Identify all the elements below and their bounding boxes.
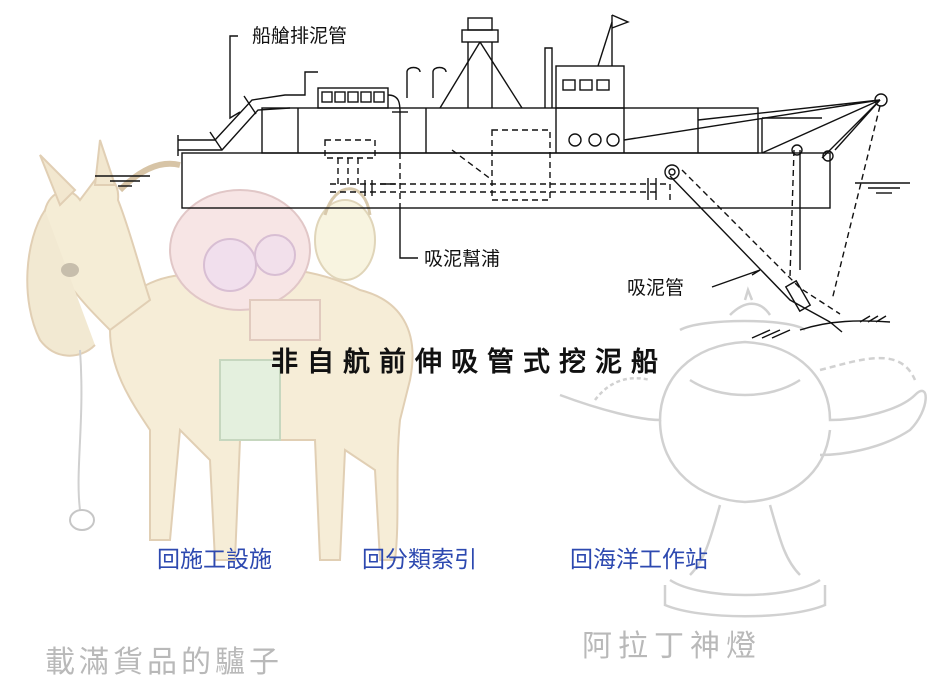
suction-pipe-label: 吸泥管 xyxy=(627,277,684,299)
donkey-illustration xyxy=(26,139,414,561)
seabed xyxy=(751,315,891,339)
pump-label-leader xyxy=(399,205,418,259)
back-to-category-index-link[interactable]: 回分類索引 xyxy=(362,547,477,573)
back-to-construction-facilities-link[interactable]: 回施工設施 xyxy=(157,547,272,573)
engine-block xyxy=(317,87,389,109)
deck-house xyxy=(261,107,759,154)
magic-lamp-illustration xyxy=(559,286,927,618)
diagram-title: 非自航前伸吸管式挖泥船 xyxy=(271,347,667,378)
back-to-ocean-workstation-link[interactable]: 回海洋工作站 xyxy=(570,547,708,573)
a-frame-gantry xyxy=(623,93,888,301)
suction-line xyxy=(324,129,671,205)
discharge-pipe xyxy=(177,71,318,156)
discharge-label-leader xyxy=(229,35,241,120)
donkey-caption: 載滿貨品的驢子 xyxy=(45,645,283,680)
suction-pipe xyxy=(664,164,843,333)
control-cabin xyxy=(555,65,625,109)
dredger-diagram xyxy=(95,14,910,339)
suction-label-leader xyxy=(711,269,761,288)
lamp-caption: 阿拉丁神燈 xyxy=(582,629,762,664)
discharge-pipe-label: 船艙排泥管 xyxy=(252,25,347,47)
suction-pump-label: 吸泥幫浦 xyxy=(424,248,500,270)
